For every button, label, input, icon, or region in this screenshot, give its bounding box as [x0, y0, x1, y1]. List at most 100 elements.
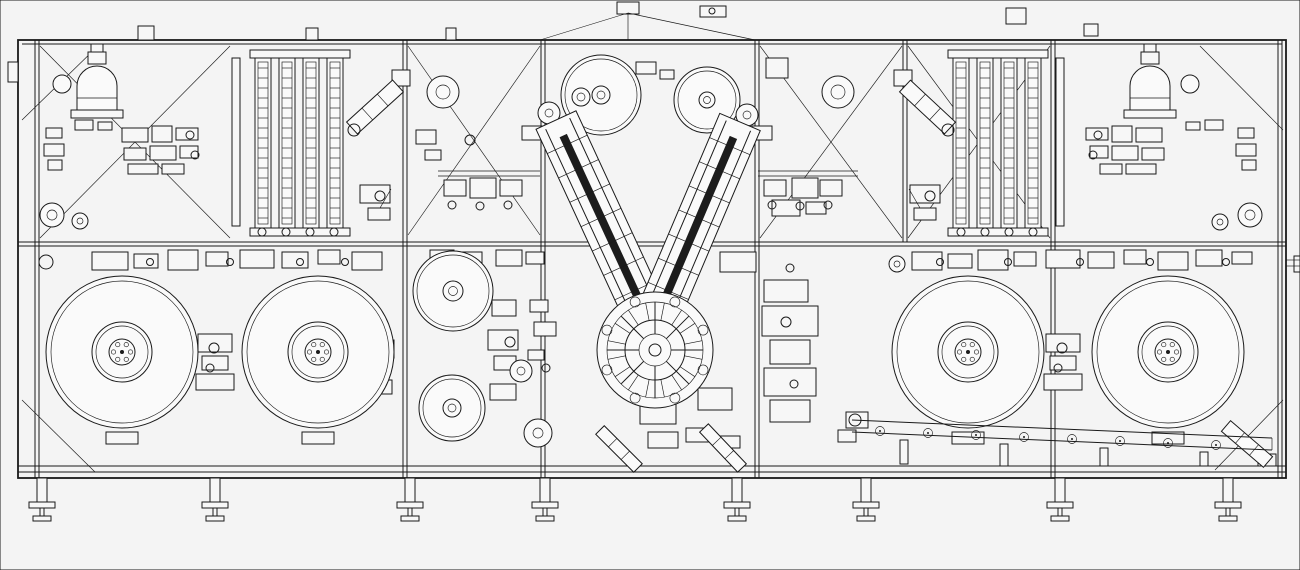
machinery-block — [151, 125, 173, 143]
leg-bolt — [1225, 507, 1231, 517]
conveyor-wheel-hub — [1119, 440, 1121, 442]
turret-spoke-thin — [671, 374, 682, 391]
feeder-arm-left — [345, 79, 405, 135]
machinery-block — [699, 5, 727, 18]
arm-rung — [361, 107, 373, 121]
machinery-circle — [305, 227, 315, 237]
reel-ring — [95, 325, 149, 379]
turret-spoke — [665, 360, 690, 385]
leg-pad — [201, 501, 229, 509]
leg-stem — [860, 477, 872, 503]
cross-brace — [21, 399, 96, 473]
turret-spoke-thin — [645, 379, 650, 398]
ladder-header — [249, 49, 351, 59]
arm-rung — [1249, 444, 1259, 456]
hub-bolt — [956, 349, 963, 355]
roller-ring — [71, 212, 89, 230]
guide-roller — [571, 87, 591, 107]
turret-spoke-thin — [614, 323, 631, 334]
arm-rung — [647, 281, 689, 300]
material-reel — [1091, 275, 1245, 429]
machinery-block — [123, 147, 147, 161]
machinery-block — [527, 349, 545, 361]
frame-outline — [17, 39, 1287, 479]
machinery-block — [1237, 127, 1255, 139]
turret-satellite — [629, 296, 641, 308]
reel-ring — [108, 338, 136, 366]
ladder-footer — [249, 227, 351, 237]
hub-bolt — [123, 356, 129, 362]
machinery-circle — [1004, 227, 1014, 237]
discharge-conveyor — [851, 419, 1273, 467]
magazine-column-assembly — [947, 49, 1049, 237]
support-leg — [531, 477, 559, 522]
machinery-block — [161, 163, 185, 175]
machinery-circle — [767, 200, 777, 210]
turret-spoke — [620, 315, 645, 340]
hub-bolt — [123, 342, 129, 348]
arm-rung — [1235, 432, 1245, 444]
leg-bolt — [734, 507, 740, 517]
roller-ring — [888, 255, 906, 273]
machinery-block — [443, 179, 467, 197]
hub-bolt — [969, 342, 975, 348]
machinery-block — [167, 249, 199, 271]
arm-body — [595, 425, 643, 473]
detail-line — [627, 12, 756, 41]
machinery-circle — [1004, 258, 1012, 266]
machinery-block — [1013, 251, 1037, 267]
machinery-circle — [980, 227, 990, 237]
ladder-header — [947, 49, 1049, 59]
roller-ring — [52, 74, 72, 94]
machinery-block — [7, 61, 19, 83]
machinery-circle — [1056, 342, 1068, 354]
detail-line — [379, 188, 392, 209]
roller-ring — [571, 87, 591, 107]
machinery-circle — [296, 258, 304, 266]
magazine-column-assembly — [249, 49, 351, 237]
ladder-column — [254, 57, 272, 229]
machinery-block — [893, 69, 913, 87]
turret-spoke-thin — [645, 302, 650, 321]
machinery-circle — [447, 200, 457, 210]
machinery-circle — [185, 130, 195, 140]
hub-bolt — [319, 356, 325, 362]
machinery-circle — [936, 258, 944, 266]
machinery-circle — [1076, 258, 1084, 266]
machinery-block — [179, 145, 199, 159]
conveyor-wheel — [1019, 432, 1029, 442]
roller-ring — [698, 91, 716, 109]
machinery-circle — [823, 200, 833, 210]
ladder-column-inner — [281, 61, 293, 225]
ladder-column-inner — [1003, 61, 1015, 225]
machinery-circle — [190, 150, 200, 160]
bell-dome — [1129, 65, 1171, 113]
reel-ring — [287, 321, 349, 383]
reel-ring — [1096, 280, 1240, 424]
machinery-block — [231, 57, 241, 227]
detail-line — [539, 12, 629, 41]
machinery-block — [769, 339, 811, 365]
leg-base — [205, 515, 225, 522]
support-leg — [852, 477, 880, 522]
leg-stem — [539, 477, 551, 503]
machinery-circle — [504, 336, 516, 348]
roller-ring — [576, 92, 586, 102]
machinery-block — [1157, 251, 1189, 271]
reel-ring — [896, 280, 1040, 424]
roller-ring — [509, 359, 533, 383]
machinery-block — [1049, 355, 1077, 371]
machinery-circle — [475, 201, 485, 211]
hub-bolt — [1173, 349, 1180, 355]
machinery-block — [697, 387, 733, 411]
hub-bolt — [323, 349, 330, 355]
material-reel — [45, 275, 199, 429]
roller-ring — [416, 254, 490, 328]
roller-ring — [1237, 202, 1263, 228]
guide-roller — [735, 103, 759, 127]
discharge-chute — [1220, 419, 1274, 469]
roller-ring — [821, 75, 855, 109]
machinery-block — [239, 249, 275, 269]
conveyor-wheel-hub — [1215, 444, 1217, 446]
